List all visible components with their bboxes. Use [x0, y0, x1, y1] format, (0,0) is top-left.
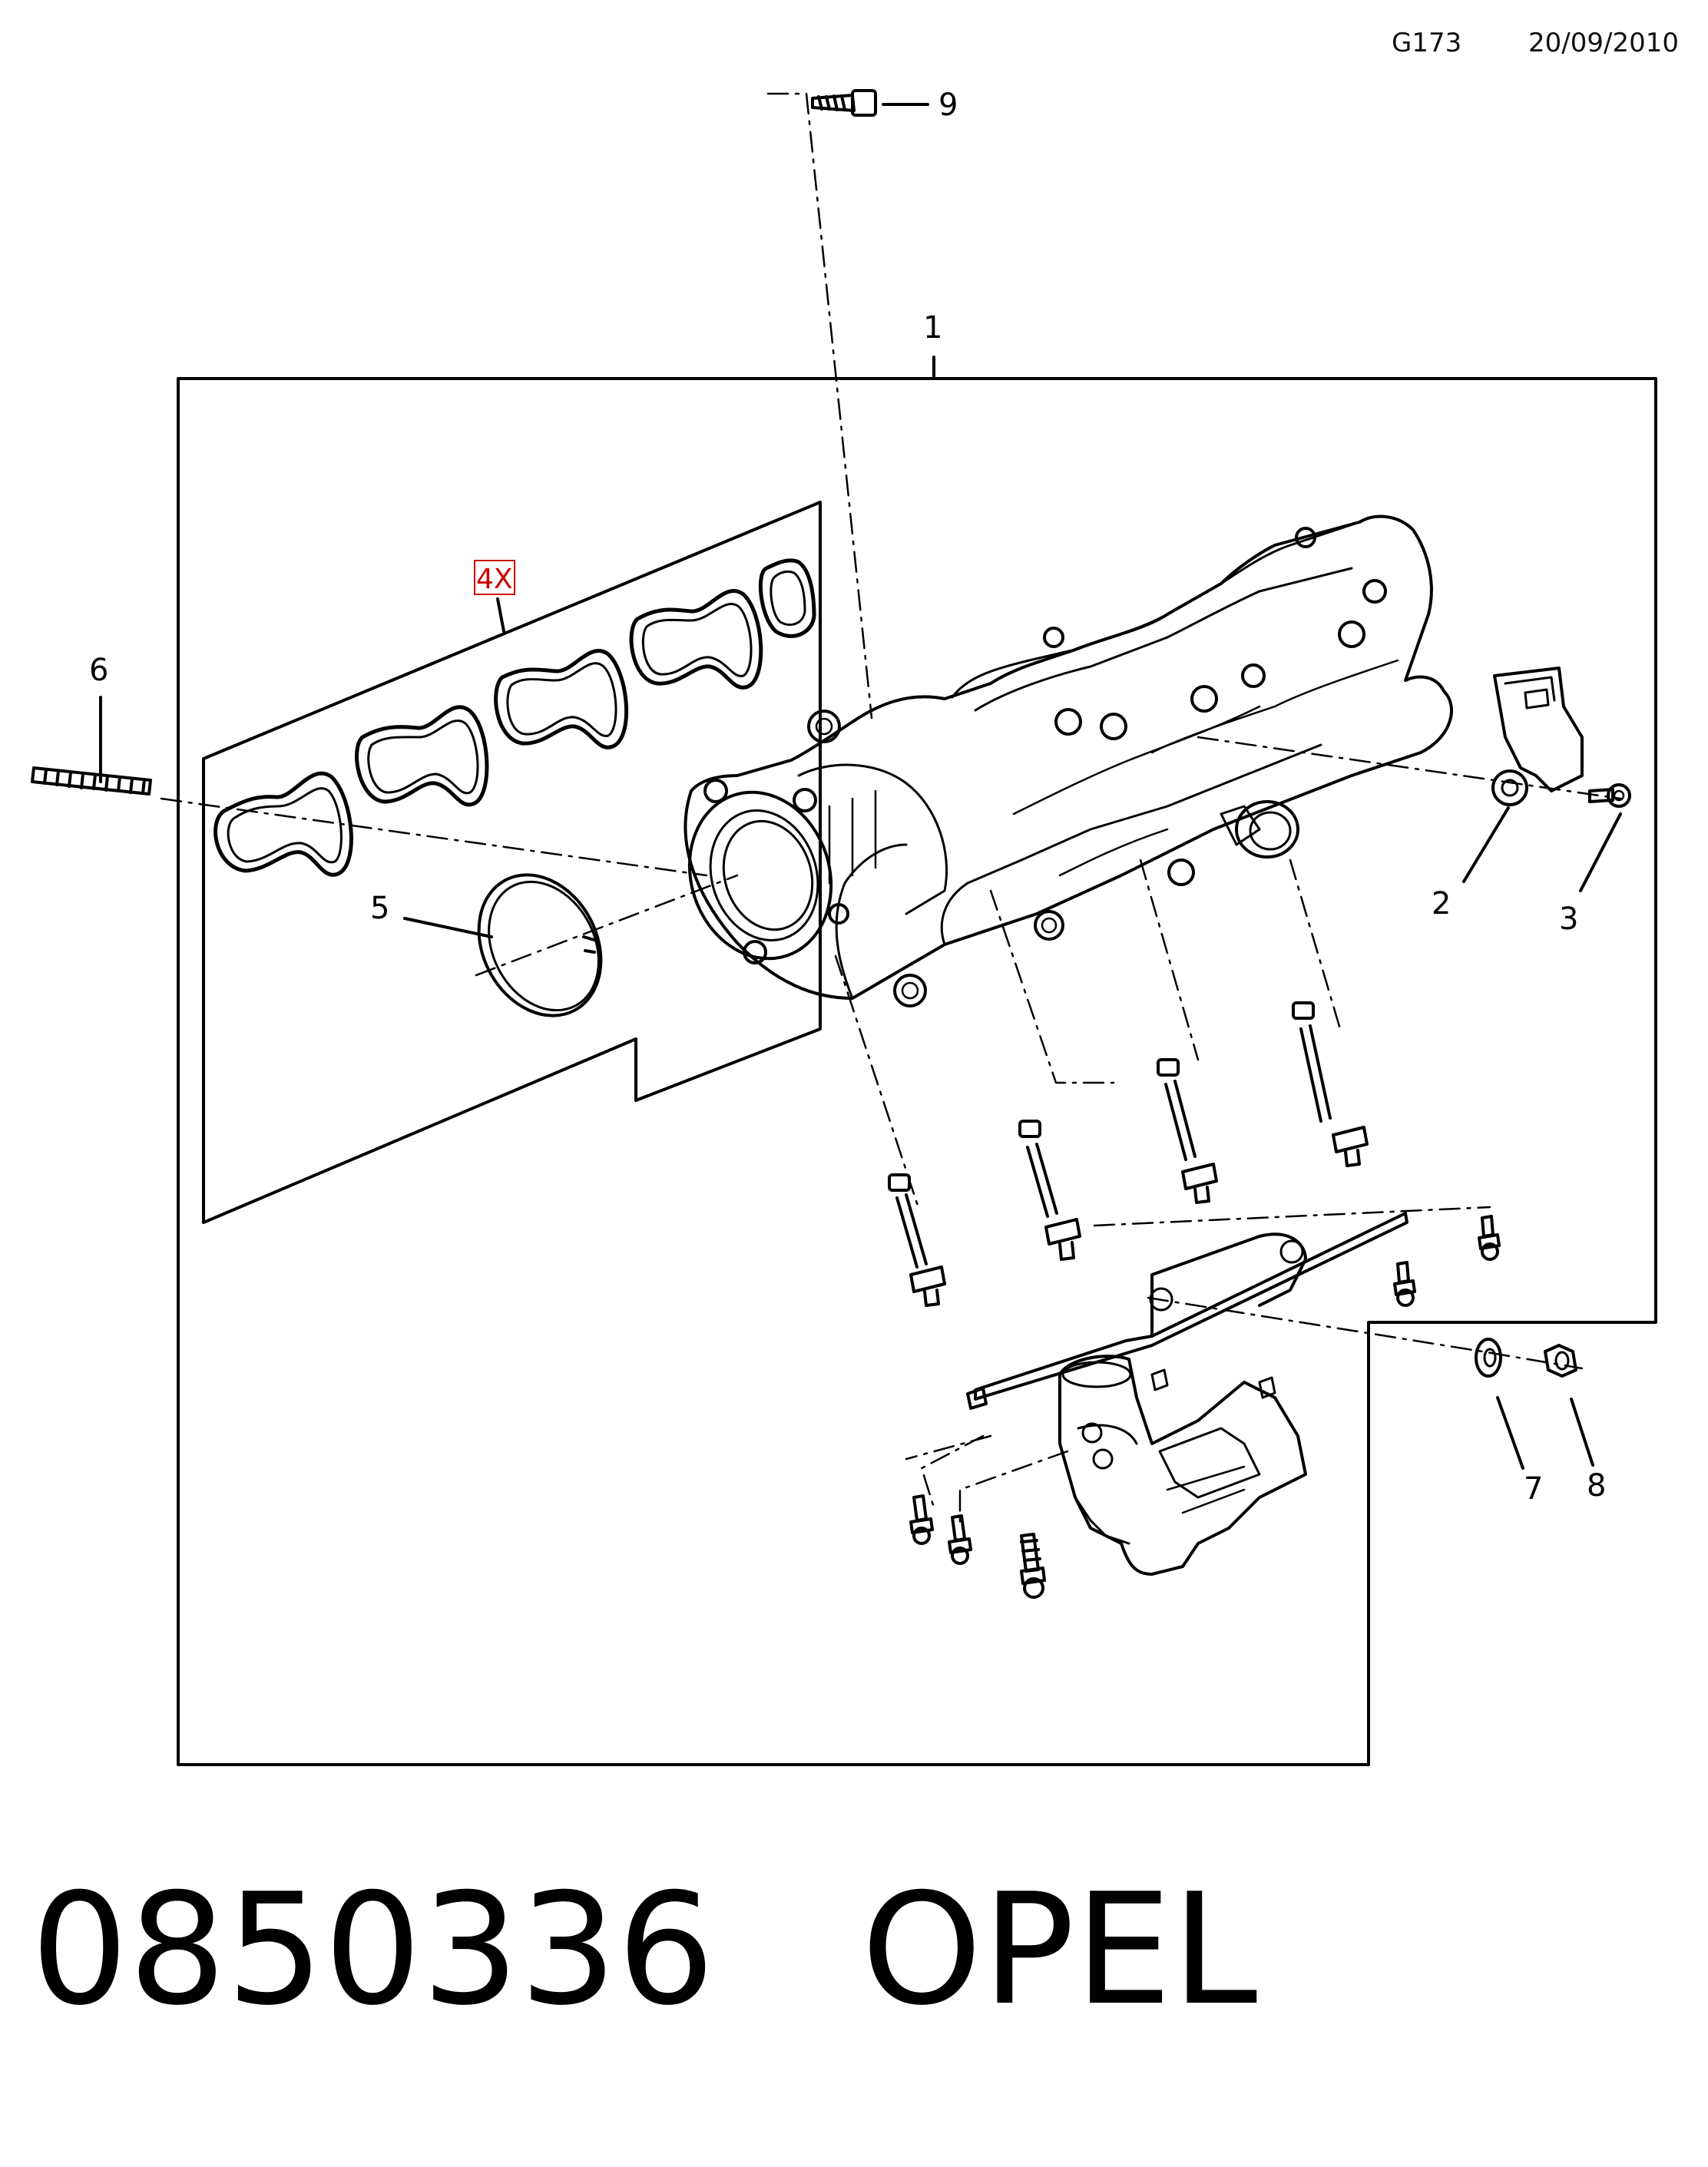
actuator-bracket: [966, 1212, 1408, 1410]
diagram-code: G173: [1392, 28, 1462, 58]
alignment-lines: [160, 92, 1622, 1526]
leader-8: [1570, 1398, 1594, 1467]
gasket-4: [629, 589, 763, 690]
brand-name: OPEL: [861, 1861, 1258, 2040]
leader-4x: [496, 597, 505, 633]
manifold-gaskets: [214, 558, 816, 877]
rod-bolts: [888, 1001, 1369, 1307]
assembly-outline: [177, 377, 1657, 1766]
gasket-2: [355, 705, 489, 807]
leader-7: [1496, 1396, 1524, 1470]
callout-9: 9: [938, 88, 958, 123]
callout-5: 5: [370, 891, 389, 926]
bolt-9: [811, 89, 877, 117]
seal-ring-5: [477, 873, 603, 1017]
intake-manifold: [684, 514, 1453, 1007]
leader-3: [1579, 812, 1622, 892]
throttle-inlet: [687, 763, 948, 964]
leader-5: [403, 917, 493, 938]
part-number: 0850336: [31, 1861, 715, 2040]
callout-4x: 4X: [476, 564, 513, 595]
map-sensor-2: [1491, 667, 1584, 806]
washer-7: [1475, 1338, 1502, 1378]
actuator-motor: [1058, 1355, 1307, 1576]
small-screws: [909, 1215, 1501, 1599]
callout-1: 1: [923, 310, 942, 346]
gasket-1: [214, 771, 353, 877]
part-footer: 0850336 OPEL: [31, 1874, 1257, 2027]
gasket-panel: [202, 501, 822, 1224]
leader-2: [1462, 806, 1510, 883]
small-seal: [758, 558, 816, 638]
callout-7: 7: [1524, 1471, 1543, 1507]
stud-6: [31, 766, 152, 796]
callout-6: 6: [89, 653, 108, 688]
valve-port: [1220, 800, 1299, 859]
callout-3: 3: [1559, 902, 1578, 937]
diagram-date: 20/09/2010: [1528, 28, 1679, 58]
callout-8: 8: [1587, 1468, 1606, 1504]
nut-8: [1544, 1344, 1577, 1378]
callout-2: 2: [1432, 886, 1451, 921]
gasket-3: [494, 649, 629, 749]
callout-4x-box: [474, 560, 515, 595]
screw-3: [1588, 783, 1631, 808]
